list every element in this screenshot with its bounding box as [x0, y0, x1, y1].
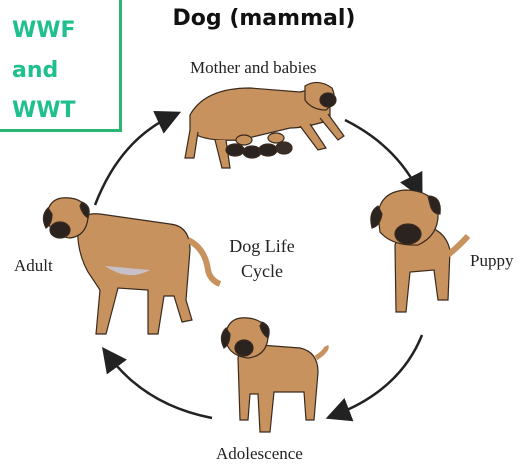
stage-label-mother: Mother and babies — [190, 58, 317, 78]
stage-label-adolescence: Adolescence — [216, 444, 303, 464]
adolescent-dog-illustration — [221, 318, 326, 432]
arrow-left-to-top — [95, 116, 172, 205]
adult-dog-illustration — [43, 198, 220, 334]
arrow-top-to-right — [345, 120, 418, 190]
puppy-illustration — [371, 190, 468, 312]
center-label-line-1: Dog Life — [212, 234, 312, 259]
center-label: Dog Life Cycle — [212, 234, 312, 284]
center-label-line-2: Cycle — [212, 259, 312, 284]
mother-dog-illustration — [185, 82, 344, 168]
arrow-bottom-to-left — [108, 355, 212, 418]
arrow-right-to-bottom — [335, 335, 422, 415]
stage-label-adult: Adult — [14, 256, 53, 276]
stage-label-puppy: Puppy — [470, 251, 513, 271]
